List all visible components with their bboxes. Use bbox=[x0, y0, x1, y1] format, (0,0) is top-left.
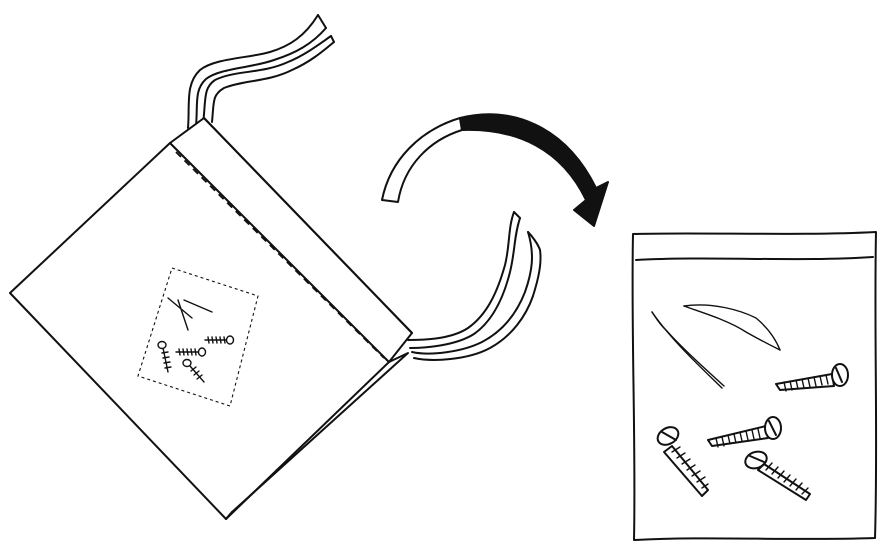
curved-arrow-icon bbox=[381, 113, 609, 227]
ribbon-icon bbox=[651, 311, 725, 389]
hem-stitching bbox=[175, 151, 385, 359]
screw-icon bbox=[182, 358, 205, 383]
screw-icon bbox=[157, 340, 172, 373]
screw-icon bbox=[707, 416, 782, 448]
screw-icon bbox=[204, 335, 235, 345]
zip-bag-icon bbox=[631, 231, 878, 541]
screw-icon bbox=[175, 347, 207, 357]
bag-zip-seal bbox=[635, 256, 874, 261]
screw-icon bbox=[775, 363, 849, 392]
drawstring-pouch-icon bbox=[9, 14, 542, 520]
pouch-printed-label bbox=[137, 267, 259, 407]
pouch-body bbox=[9, 142, 390, 520]
screw-icon bbox=[656, 426, 709, 497]
ribbon-icon bbox=[683, 304, 781, 351]
screw-icon bbox=[744, 450, 811, 501]
side-drawstring bbox=[407, 211, 542, 361]
top-drawstring bbox=[187, 14, 335, 129]
